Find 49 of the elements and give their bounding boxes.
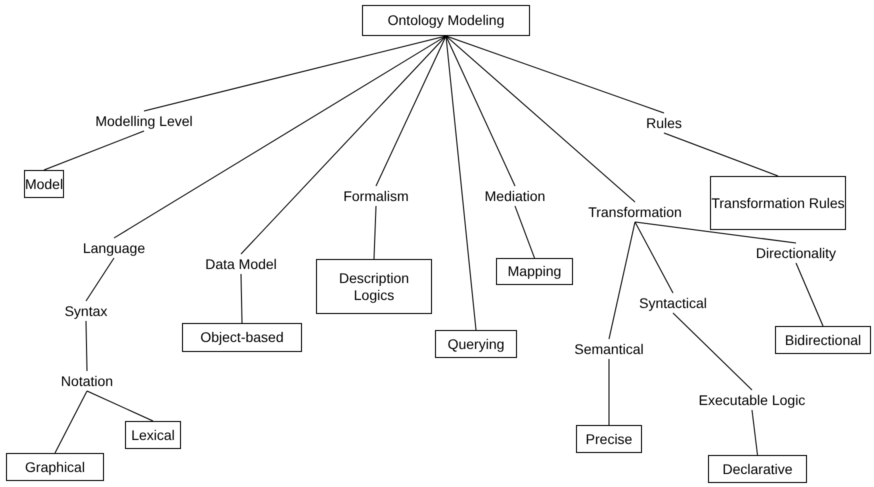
connector-line — [446, 36, 636, 202]
connector-line — [608, 222, 636, 340]
connector-line — [144, 36, 446, 112]
connector-line — [634, 222, 674, 294]
node-label: Syntax — [58, 301, 114, 321]
connector-line — [86, 258, 114, 302]
node-box: Transformation Rules — [710, 176, 846, 230]
connector-line — [796, 262, 824, 326]
node-label: Directionality — [732, 243, 860, 263]
node-box: Description Logics — [316, 259, 432, 314]
node-box: Lexical — [125, 421, 181, 449]
node-box: Graphical — [6, 453, 104, 481]
node-label: Formalism — [331, 186, 421, 206]
node-label: Data Model — [196, 254, 286, 274]
node-box: Declarative — [708, 455, 807, 483]
connector-line — [240, 274, 242, 324]
node-label: Rules — [638, 113, 690, 133]
connector-line — [446, 36, 516, 186]
connector-line — [446, 36, 476, 330]
node-box: Querying — [435, 330, 517, 358]
node-box: Object-based — [182, 323, 302, 352]
connector-line — [514, 206, 535, 258]
node-box: Bidirectional — [775, 326, 871, 354]
connector-line — [114, 36, 446, 238]
connector-line — [44, 130, 144, 170]
node-label: Language — [80, 238, 148, 258]
node-box: Ontology Modeling — [362, 5, 530, 36]
connector-line — [54, 390, 88, 454]
node-label: Syntactical — [626, 293, 720, 313]
connector-line — [664, 132, 778, 176]
node-label: Mediation — [474, 186, 556, 206]
node-label: Transformation — [572, 202, 698, 222]
node-label: Executable Logic — [682, 390, 822, 410]
node-label: Notation — [52, 371, 122, 391]
connector-line — [376, 36, 446, 186]
connector-line — [86, 320, 88, 372]
connector-line — [446, 36, 664, 114]
connector-line — [752, 410, 758, 456]
node-label: Modelling Level — [78, 111, 210, 131]
node-label: Semantical — [565, 339, 653, 359]
connector-line — [240, 36, 446, 254]
node-box: Model — [24, 170, 64, 198]
node-box: Mapping — [496, 258, 573, 285]
connector-line — [86, 390, 154, 422]
node-box: Precise — [576, 425, 642, 453]
connector-line — [608, 358, 610, 426]
connector-line — [672, 312, 752, 390]
connector-line — [374, 206, 376, 260]
connector-line — [634, 222, 796, 244]
